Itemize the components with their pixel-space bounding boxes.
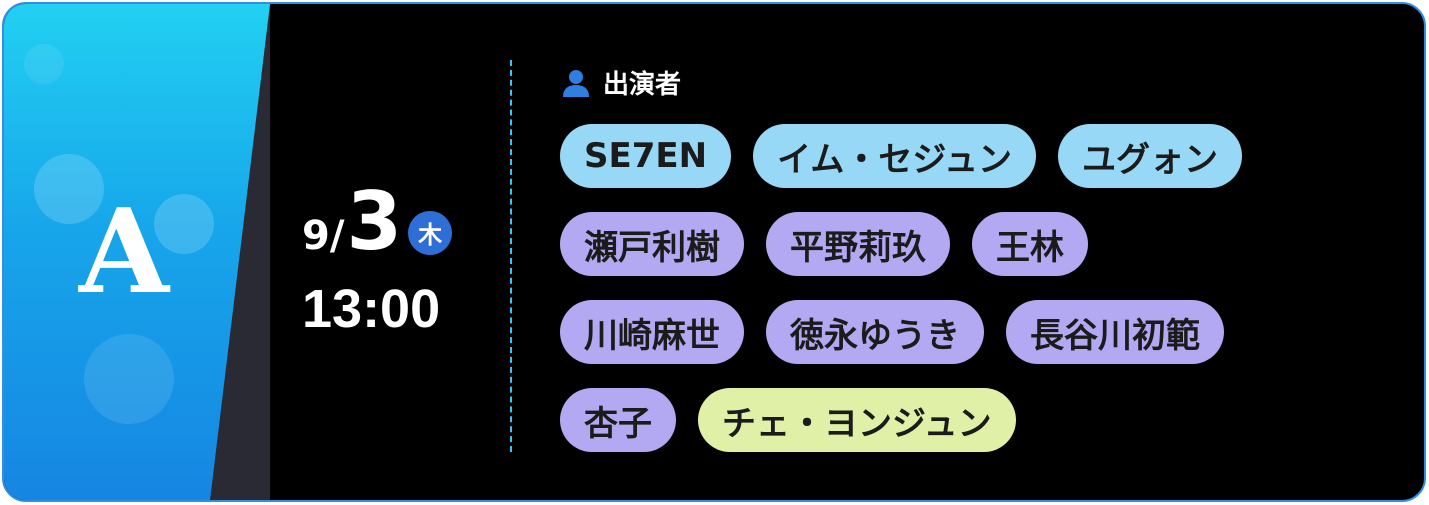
cast-chip: SE7EN — [560, 124, 732, 188]
cast-chip: 徳永ゆうき — [766, 300, 984, 364]
cast-heading-label: 出演者 — [603, 70, 682, 100]
day: 3 — [346, 175, 403, 268]
cast-chip: 杏子 — [560, 388, 676, 452]
cast-row: 川崎麻世徳永ゆうき長谷川初範 — [560, 300, 1400, 366]
cast-row: SE7EN イム・セジュンユグォン — [560, 124, 1400, 190]
month: 9/ — [302, 213, 345, 259]
cast-chip: 王林 — [972, 212, 1088, 276]
cast-chip: 瀬戸利樹 — [560, 212, 744, 276]
date: 9/ 3 木 — [302, 175, 453, 268]
cast-chip: 川崎麻世 — [560, 300, 744, 364]
glow-decoration — [84, 334, 174, 424]
divider — [510, 60, 512, 452]
glow-decoration — [24, 44, 64, 84]
cast-heading: 出演者 — [561, 64, 681, 101]
cast-chip: 長谷川初範 — [1006, 300, 1224, 364]
date-time-block: 9/ 3 木 13:00 — [302, 175, 453, 339]
glow-decoration — [154, 194, 214, 254]
group-panel: A — [4, 4, 270, 500]
cast-row: 瀬戸利樹平野莉玖王林 — [560, 212, 1400, 278]
cast-row: 杏子チェ・ヨンジュン — [560, 388, 1400, 454]
glow-decoration — [34, 154, 104, 224]
group-letter: A — [78, 184, 169, 320]
cast-chip: イム・セジュン — [753, 124, 1037, 188]
cast-chip: 平野莉玖 — [766, 212, 950, 276]
cast-chip: ユグォン — [1058, 124, 1243, 188]
weekday-badge: 木 — [408, 210, 453, 255]
cast-chip: チェ・ヨンジュン — [698, 388, 1016, 452]
start-time: 13:00 — [302, 279, 441, 339]
person-icon — [563, 69, 589, 97]
